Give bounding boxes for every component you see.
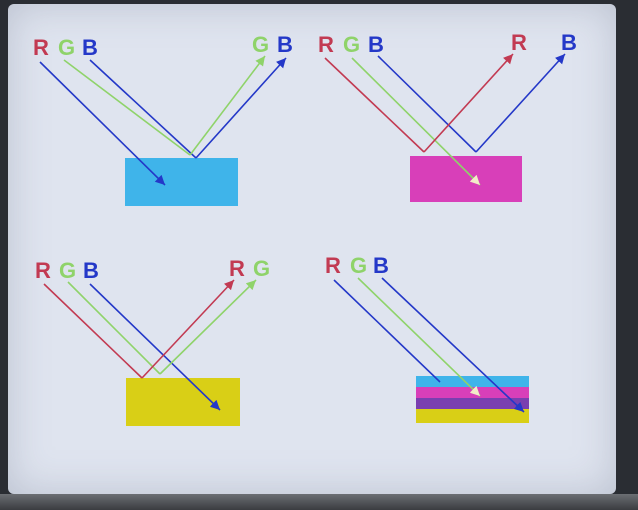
magenta-reflected-b: B — [561, 30, 577, 55]
yellow-red-incident-ray — [43, 283, 143, 379]
yellow-incident-r: R — [35, 258, 51, 283]
magenta-panel: R G B R B — [318, 30, 577, 202]
cyan-reflected-g: G — [252, 32, 269, 57]
layered-blue-incident-ray — [381, 277, 525, 413]
layered-red-incident-ray — [333, 279, 441, 383]
yellow-incident-g: G — [59, 258, 76, 283]
magenta-green-absorbed-ray — [351, 57, 481, 186]
cyan-incident-r: R — [33, 35, 49, 60]
cyan-block — [125, 158, 238, 206]
bottom-edge — [0, 494, 638, 510]
yellow-blue-absorbed-ray — [89, 283, 221, 411]
layer-cyan — [416, 376, 529, 387]
magenta-incident-r: R — [318, 32, 334, 57]
magenta-incident-g: G — [343, 32, 360, 57]
cyan-green-reflected-ray — [189, 55, 266, 156]
layered-panel: R G B — [325, 253, 529, 423]
magenta-reflected-r: R — [511, 30, 527, 55]
layer-violet — [416, 398, 529, 409]
yellow-panel: R G B R G — [35, 256, 270, 426]
magenta-blue-incident-ray — [377, 55, 477, 153]
cyan-blue-incident-ray — [89, 59, 197, 159]
yellow-reflected-r: R — [229, 256, 245, 281]
cyan-panel: R G B G B — [33, 32, 293, 206]
cyan-red-absorbed-ray — [39, 61, 166, 186]
yellow-red-reflected-ray — [141, 279, 235, 379]
layered-incident-g: G — [350, 253, 367, 278]
cyan-green-incident-ray — [63, 59, 191, 156]
magenta-incident-b: B — [368, 32, 384, 57]
yellow-green-reflected-ray — [159, 279, 257, 375]
cyan-incident-g: G — [58, 35, 75, 60]
layered-green-incident-ray — [357, 277, 481, 397]
layer-yellow — [416, 409, 529, 423]
layered-incident-b: B — [373, 253, 389, 278]
yellow-reflected-g: G — [253, 256, 270, 281]
cyan-incident-b: B — [82, 35, 98, 60]
cyan-reflected-b: B — [277, 32, 293, 57]
magenta-red-incident-ray — [324, 57, 425, 153]
yellow-incident-b: B — [83, 258, 99, 283]
yellow-green-incident-ray — [67, 281, 161, 375]
layered-incident-r: R — [325, 253, 341, 278]
magenta-block — [410, 156, 522, 202]
cyan-blue-reflected-ray — [195, 57, 287, 159]
yellow-block — [126, 378, 240, 426]
magenta-blue-reflected-ray — [475, 53, 566, 153]
magenta-red-reflected-ray — [423, 53, 514, 153]
